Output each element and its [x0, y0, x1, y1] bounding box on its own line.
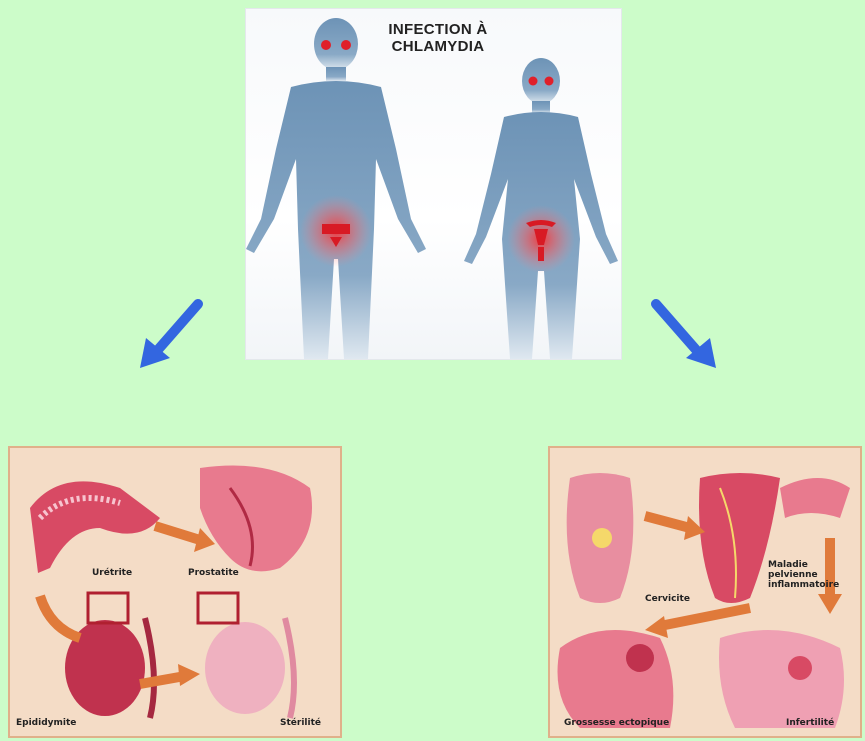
male-anatomy-illustration	[10, 448, 340, 736]
label-sterility: Stérilité	[280, 718, 321, 728]
diagram-title: INFECTION À CHLAMYDIA	[368, 21, 508, 55]
female-silhouette	[464, 58, 618, 359]
female-complications-panel: Cervicite Maladie pelvienne inflammatoir…	[548, 446, 862, 738]
male-silhouette	[246, 18, 426, 359]
label-ectopic-pregnancy: Grossesse ectopique	[564, 718, 669, 728]
label-prostatitis: Prostatite	[188, 568, 239, 578]
title-line-2: CHLAMYDIA	[368, 38, 508, 55]
title-line-1: INFECTION À	[368, 21, 508, 38]
label-cervicitis: Cervicite	[645, 594, 690, 604]
female-anatomy-illustration	[550, 448, 860, 736]
arrow-to-female-complications	[650, 298, 720, 372]
infection-overview-panel: INFECTION À CHLAMYDIA	[245, 8, 622, 360]
label-infertility: Infertilité	[786, 718, 834, 728]
male-complications-panel: Urétrite Prostatite Epididymite Stérilit…	[8, 446, 342, 738]
label-epididymitis: Epididymite	[16, 718, 76, 728]
label-urethritis: Urétrite	[92, 568, 132, 578]
arrow-to-male-complications	[138, 298, 204, 372]
label-pid: Maladie pelvienne inflammatoire	[768, 560, 848, 590]
silhouettes-illustration	[246, 9, 621, 359]
